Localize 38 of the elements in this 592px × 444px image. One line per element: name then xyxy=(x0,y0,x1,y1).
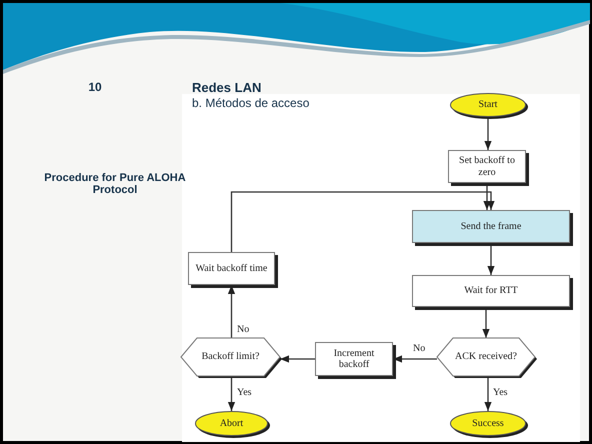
process-box xyxy=(412,275,570,307)
arrow xyxy=(393,355,437,363)
arrow xyxy=(280,355,315,363)
arrow xyxy=(484,376,492,411)
terminal-ellipse xyxy=(450,411,526,436)
decision-hexagon xyxy=(181,338,280,376)
arrow xyxy=(228,376,236,411)
terminal-ellipse xyxy=(195,411,268,436)
edge-label: No xyxy=(236,324,250,335)
subtitle: b. Métodos de acceso xyxy=(192,96,310,110)
node-label: Backoff limit? xyxy=(202,351,260,363)
slide-title: Redes LAN xyxy=(192,80,262,95)
arrow xyxy=(482,307,490,338)
side-caption: Procedure for Pure ALOHA Protocol xyxy=(43,172,187,196)
section-number: 10 xyxy=(87,80,103,94)
node-label: Start xyxy=(478,99,498,111)
edge-label: No xyxy=(412,343,426,354)
arrow xyxy=(484,117,492,150)
arrow xyxy=(228,285,236,338)
edge-label: Yes xyxy=(236,387,253,398)
node-label: Set backoff to zero xyxy=(458,155,516,178)
arrow xyxy=(230,191,495,252)
arrow xyxy=(487,243,495,275)
arrow xyxy=(483,183,491,210)
process-box xyxy=(448,150,526,183)
decision-hexagon xyxy=(437,338,535,376)
process-box xyxy=(412,210,570,243)
node-label: Abort xyxy=(220,418,244,430)
edge-label: Yes xyxy=(492,387,509,398)
process-box xyxy=(188,252,275,285)
node-label: Wait backoff time xyxy=(196,262,268,274)
node-label: Success xyxy=(472,418,504,430)
node-label: Increment backoff xyxy=(332,348,376,370)
node-label: Send the frame xyxy=(460,220,522,232)
node-label: Wait for RTT xyxy=(464,285,518,297)
process-box xyxy=(315,342,393,376)
node-label: ACK received? xyxy=(455,351,517,363)
terminal-ellipse xyxy=(450,93,526,117)
